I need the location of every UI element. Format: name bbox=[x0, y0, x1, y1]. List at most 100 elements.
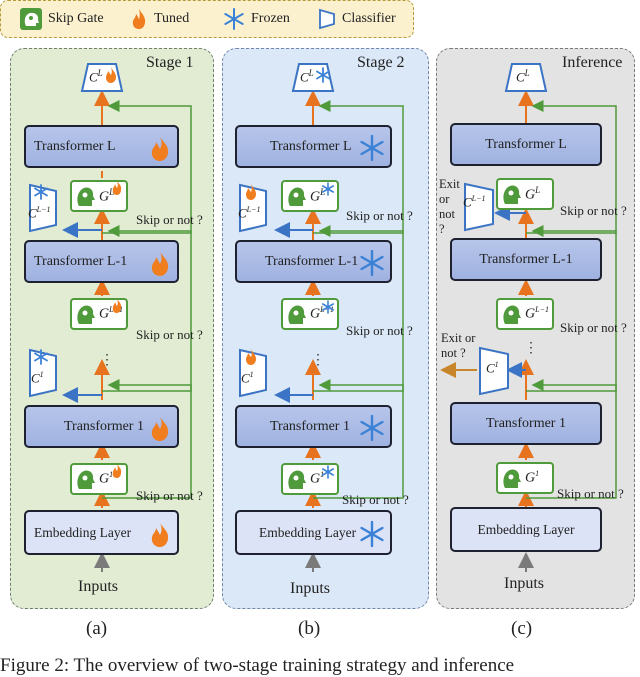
skip-text-b-1: Skip or not ? bbox=[346, 208, 413, 223]
flame-icon bbox=[132, 9, 146, 29]
classifier-1-c: C1 bbox=[476, 344, 516, 396]
exit-text-c-bottom: Exit or not ? bbox=[441, 331, 476, 360]
flame-icon bbox=[112, 181, 122, 195]
legend-frozen-label: Frozen bbox=[251, 11, 290, 26]
snowflake-icon bbox=[321, 182, 334, 196]
inference-title: Inference bbox=[562, 54, 623, 71]
transformer-l-1-a-label: Transformer L-1 bbox=[34, 253, 128, 269]
transformer-1-b: Transformer 1 bbox=[235, 405, 392, 448]
transformer-l-1-c-label: Transformer L-1 bbox=[479, 251, 573, 267]
snowflake-icon bbox=[34, 349, 48, 365]
svg-text:⋮: ⋮ bbox=[524, 341, 538, 356]
flame-icon bbox=[151, 137, 169, 161]
flame-icon bbox=[112, 299, 122, 313]
figure-caption: Figure 2: The overview of two-stage trai… bbox=[0, 655, 515, 676]
gate-1-c: G1 bbox=[496, 462, 554, 494]
gate-l-c: GL bbox=[496, 178, 554, 210]
skip-text-b-3: Skip or not ? bbox=[342, 492, 409, 507]
snowflake-icon bbox=[321, 300, 334, 314]
transformer-l-1-b: Transformer L-1 bbox=[235, 240, 392, 283]
embedding-c-label: Embedding Layer bbox=[477, 521, 575, 537]
brain-gear-icon bbox=[503, 469, 521, 488]
snowflake-icon bbox=[360, 250, 384, 276]
gate-l-1-a: GL−1 bbox=[70, 298, 128, 330]
flame-icon bbox=[246, 349, 256, 365]
top-classifier-b: CL bbox=[290, 60, 336, 94]
skip-text-a-2: Skip or not ? bbox=[136, 327, 203, 342]
classifier-1-b: C1 bbox=[236, 346, 276, 398]
legend-frozen: Frozen bbox=[223, 8, 290, 30]
trapezoid-classifier-icon bbox=[504, 63, 548, 92]
gate-1-a: G1 bbox=[70, 463, 128, 495]
svg-text:⋮: ⋮ bbox=[311, 353, 325, 368]
transformer-1-c: Transformer 1 bbox=[450, 402, 602, 445]
inputs-a: Inputs bbox=[78, 578, 118, 595]
panel-b-arrows: ⋮ bbox=[274, 90, 404, 572]
classifier-l-1-a: CL−1 bbox=[26, 181, 66, 233]
snowflake-icon bbox=[360, 521, 384, 547]
legend-tuned: Tuned bbox=[130, 8, 189, 30]
transformer-l-c: Transformer L bbox=[450, 123, 602, 166]
top-classifier-c: CL bbox=[503, 60, 549, 94]
gate-l-a: GL bbox=[70, 180, 128, 212]
svg-text:⋮: ⋮ bbox=[100, 353, 114, 368]
skip-text-a-1: Skip or not ? bbox=[136, 212, 203, 227]
stage-2-title: Stage 2 bbox=[357, 54, 405, 71]
transformer-l-a-label: Transformer L bbox=[34, 138, 116, 154]
inputs-b: Inputs bbox=[290, 580, 330, 597]
snowflake-icon bbox=[316, 67, 330, 83]
trapezoid-classifier-icon bbox=[319, 8, 335, 30]
snowflake-icon bbox=[321, 465, 334, 479]
legend-classifier: Classifier bbox=[318, 8, 396, 30]
brain-gear-icon bbox=[288, 187, 306, 206]
transformer-1-a: Transformer 1 bbox=[24, 405, 179, 448]
gate-l-b: GL bbox=[281, 180, 339, 212]
embedding-layer-b: Embedding Layer bbox=[235, 510, 392, 555]
snowflake-icon bbox=[360, 135, 384, 161]
brain-gear-icon bbox=[77, 305, 95, 324]
transformer-1-b-label: Transformer 1 bbox=[270, 418, 350, 434]
exit-text-c-top: Exit or not ? bbox=[439, 177, 460, 236]
skip-text-c-2: Skip or not ? bbox=[560, 320, 627, 335]
transformer-l-1-a: Transformer L-1 bbox=[24, 240, 179, 283]
skip-text-a-3: Skip or not ? bbox=[136, 488, 203, 503]
embedding-a-label: Embedding Layer bbox=[34, 524, 132, 540]
brain-gear-icon bbox=[20, 8, 42, 30]
flame-icon bbox=[112, 464, 122, 478]
embedding-layer-c: Embedding Layer bbox=[450, 507, 602, 552]
panel-a-arrows: ⋮ bbox=[62, 90, 192, 572]
inputs-c: Inputs bbox=[504, 575, 544, 592]
transformer-l-1-b-label: Transformer L-1 bbox=[265, 253, 359, 269]
classifier-l-1-b: CL−1 bbox=[236, 181, 276, 233]
transformer-1-a-label: Transformer 1 bbox=[64, 418, 144, 434]
transformer-1-c-label: Transformer 1 bbox=[486, 415, 566, 431]
transformer-l-b: Transformer L bbox=[235, 125, 392, 168]
legend: Skip Gate Tuned Frozen Classifier bbox=[0, 0, 414, 38]
classifier-1-a: C1 bbox=[26, 346, 66, 398]
transformer-l-b-label: Transformer L bbox=[270, 138, 352, 154]
gate-1-b: G1 bbox=[281, 463, 339, 495]
brain-gear-icon bbox=[77, 187, 95, 206]
brain-gear-icon bbox=[288, 470, 306, 489]
flame-icon bbox=[151, 523, 169, 547]
gate-l-1-c: GL−1 bbox=[496, 298, 554, 330]
brain-gear-icon bbox=[288, 305, 306, 324]
flame-icon bbox=[151, 417, 169, 441]
trapezoid-classifier-icon bbox=[479, 346, 509, 396]
classifier-l-1-c: CL−1 bbox=[461, 180, 501, 232]
transformer-l-c-label: Transformer L bbox=[485, 136, 567, 152]
skip-text-b-2: Skip or not ? bbox=[346, 323, 413, 338]
sublabel-b: (b) bbox=[298, 618, 321, 639]
skip-text-c-1: Skip or not ? bbox=[560, 203, 627, 218]
legend-skip-gate: Skip Gate bbox=[20, 8, 104, 30]
brain-gear-icon bbox=[77, 470, 95, 489]
legend-skip-gate-label: Skip Gate bbox=[48, 11, 104, 26]
brain-gear-icon bbox=[503, 185, 521, 204]
trapezoid-classifier-icon bbox=[464, 182, 494, 232]
embedding-b-label: Embedding Layer bbox=[259, 524, 357, 540]
sublabel-c: (c) bbox=[511, 618, 533, 639]
legend-tuned-label: Tuned bbox=[154, 11, 190, 26]
brain-gear-icon bbox=[503, 305, 521, 324]
top-classifier-a: CL bbox=[79, 60, 125, 94]
